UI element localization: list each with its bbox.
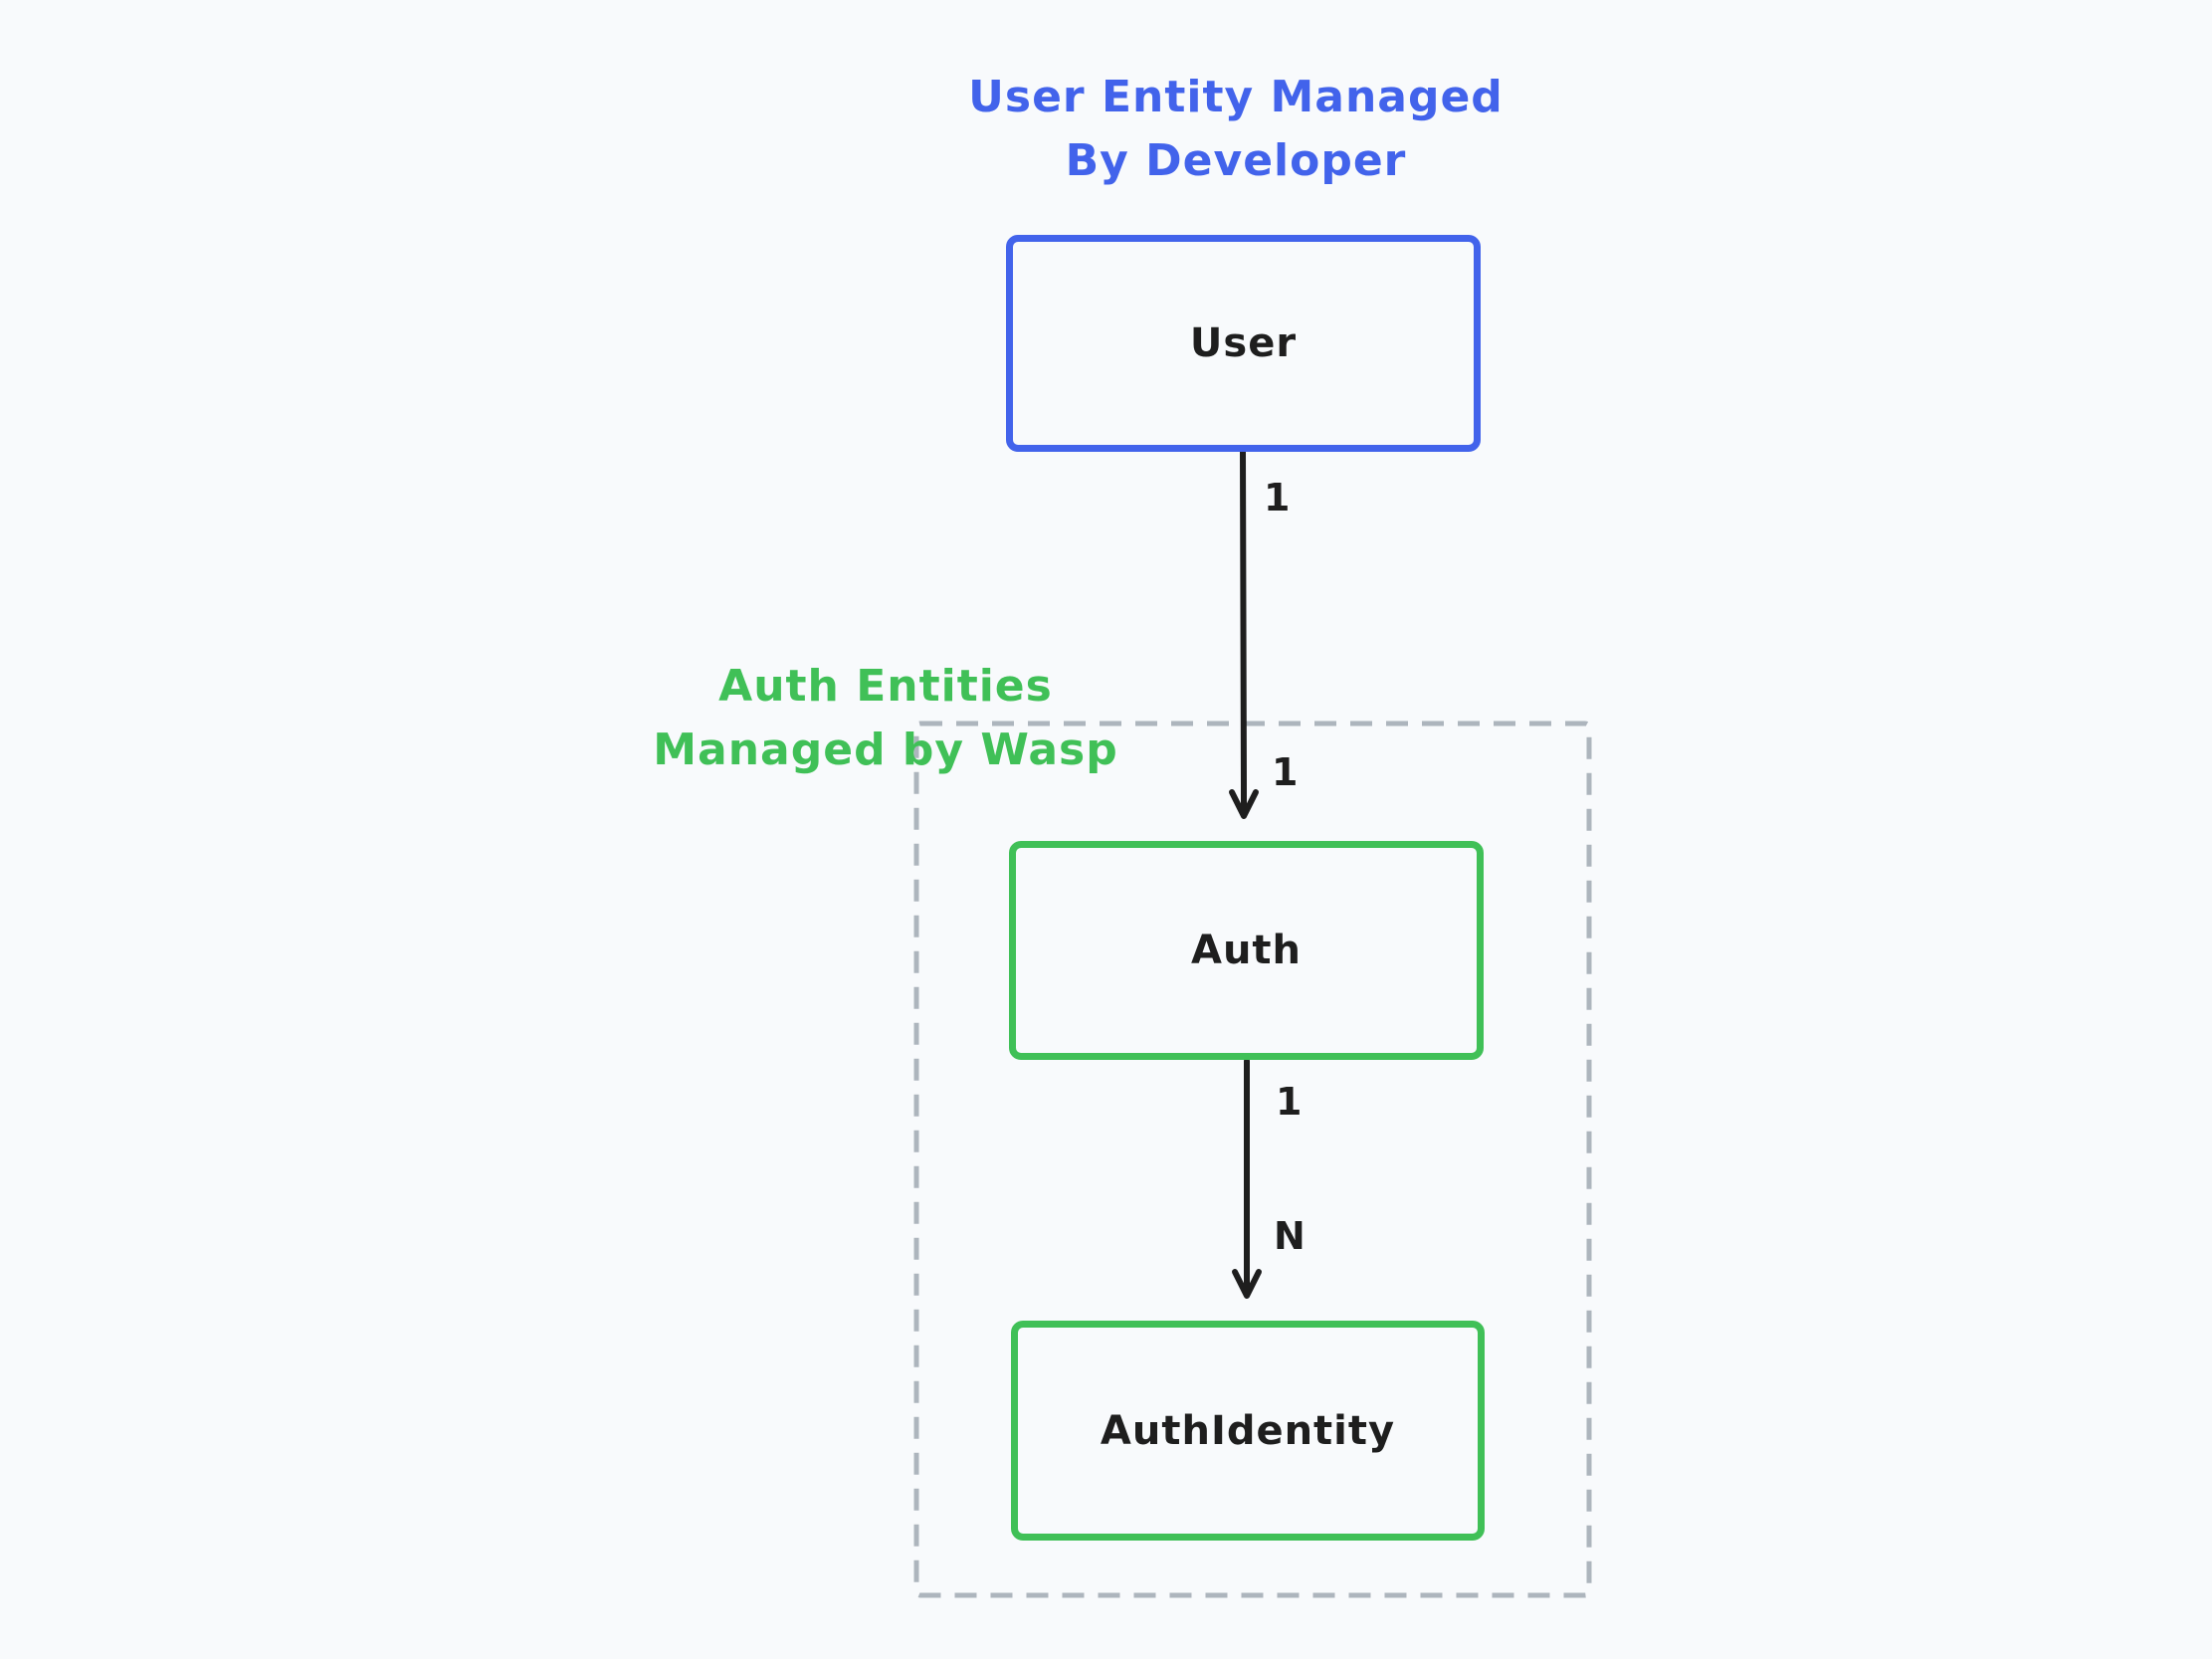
entity-name: AuthIdentity bbox=[1100, 1407, 1396, 1454]
connector-user-auth bbox=[1229, 449, 1259, 819]
wasp-managed-caption: Auth Entities Managed by Wasp bbox=[617, 655, 1154, 782]
caption-line: User Entity Managed bbox=[968, 72, 1504, 122]
caption-line: By Developer bbox=[1065, 135, 1407, 186]
auth-entity-box[interactable]: Auth bbox=[1009, 841, 1484, 1060]
wasp-group-boundary bbox=[913, 721, 1592, 1598]
arrowhead-icon bbox=[1232, 1269, 1262, 1299]
user-entity-box[interactable]: User bbox=[1006, 235, 1481, 452]
entity-name: User bbox=[1189, 320, 1298, 366]
cardinality-label: 1 bbox=[1276, 1080, 1303, 1124]
entity-name: Auth bbox=[1190, 928, 1303, 973]
connector-auth-identity bbox=[1232, 1058, 1262, 1299]
auth-identity-entity-box[interactable]: AuthIdentity bbox=[1011, 1321, 1485, 1541]
caption-line: Managed by Wasp bbox=[653, 725, 1118, 775]
cardinality-label: 1 bbox=[1264, 476, 1291, 519]
caption-line: Auth Entities bbox=[718, 661, 1053, 712]
cardinality-label: 1 bbox=[1272, 750, 1299, 794]
arrowhead-icon bbox=[1229, 789, 1259, 819]
cardinality-label: N bbox=[1274, 1214, 1306, 1258]
developer-managed-caption: User Entity Managed By Developer bbox=[937, 66, 1534, 193]
